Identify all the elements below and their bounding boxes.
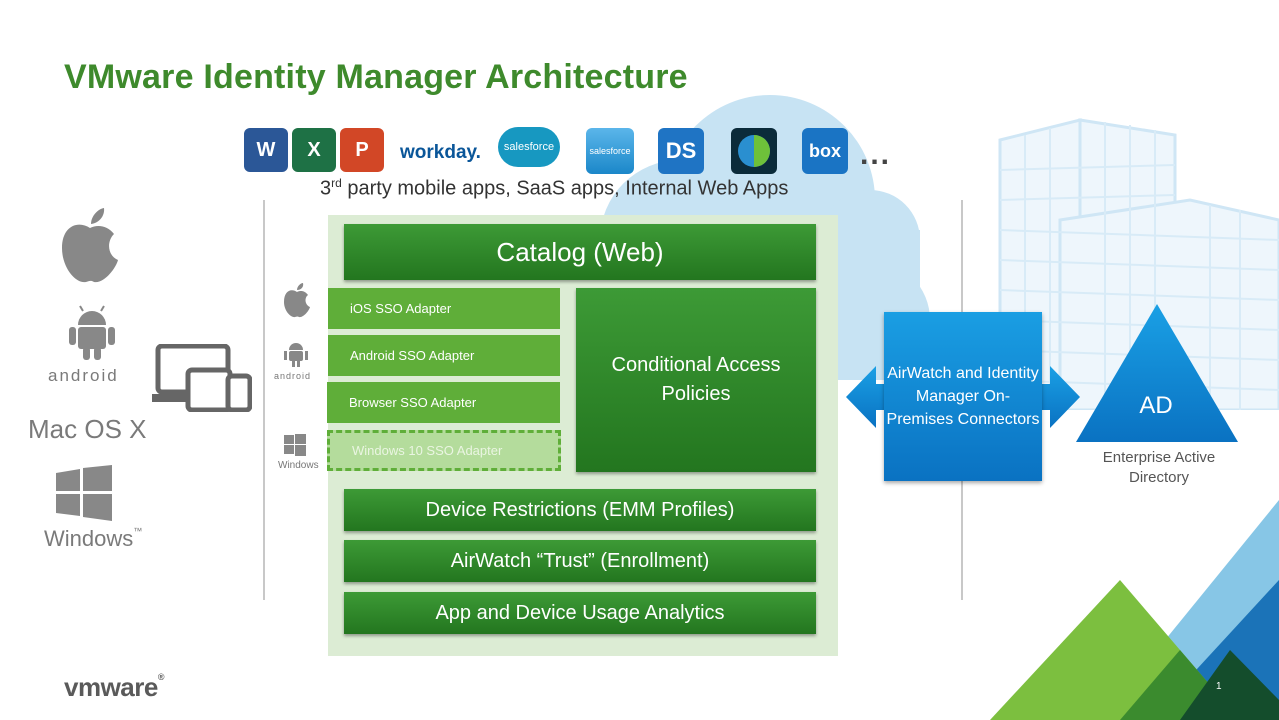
apple-icon xyxy=(62,208,118,283)
windows-logo-icon xyxy=(56,465,112,521)
ad-label: AD xyxy=(1139,392,1173,419)
workday-icon: workday. xyxy=(400,142,481,163)
salesforce-icon: salesforce xyxy=(498,127,560,167)
ad-caption: Enterprise Active Directory xyxy=(1102,449,1216,486)
apps-caption: 3rd party mobile apps, SaaS apps, Intern… xyxy=(320,176,789,200)
android-small-icon xyxy=(284,343,308,367)
catalog-bar: Catalog (Web) xyxy=(344,224,816,280)
page-number: 1 xyxy=(1216,681,1222,692)
corner-decoration xyxy=(990,500,1279,720)
windows-label: Windows™ xyxy=(44,526,143,551)
usage-analytics-bar: App and Device Usage Analytics xyxy=(344,592,816,634)
devices-icon xyxy=(152,344,252,412)
android-robot-icon xyxy=(69,305,115,360)
conditional-access-box: Conditional Access Policies xyxy=(576,288,816,472)
word-online-icon: W xyxy=(244,128,288,172)
macos-label: Mac OS X xyxy=(28,414,147,444)
globe-app-icon xyxy=(731,128,777,174)
android-wordmark: android xyxy=(48,366,119,385)
divider-left xyxy=(263,200,265,600)
windows-small-icon xyxy=(284,434,306,456)
windows10-sso-adapter: Windows 10 SSO Adapter xyxy=(327,430,561,471)
ios-sso-adapter: iOS SSO Adapter xyxy=(328,288,560,329)
ios-small-icon xyxy=(284,283,310,318)
airwatch-trust-bar: AirWatch “Trust” (Enrollment) xyxy=(344,540,816,582)
powerpoint-online-icon: P xyxy=(340,128,384,172)
excel-online-icon: X xyxy=(292,128,336,172)
more-apps-ellipsis: ... xyxy=(860,138,892,171)
box-icon: box xyxy=(802,128,848,174)
windows-small-label: Windows xyxy=(278,460,319,471)
ds-icon: DS xyxy=(658,128,704,174)
vmware-logo: vmware® xyxy=(64,672,164,702)
android-sso-adapter: Android SSO Adapter xyxy=(328,335,560,376)
on-premises-connectors-box: AirWatch and Identity Manager On-Premise… xyxy=(884,312,1042,481)
device-restrictions-bar: Device Restrictions (EMM Profiles) xyxy=(344,489,816,531)
page-title: VMware Identity Manager Architecture xyxy=(64,58,688,96)
browser-sso-adapter: Browser SSO Adapter xyxy=(327,382,560,423)
salesforce-app-icon: salesforce xyxy=(586,128,634,174)
ad-triangle-icon xyxy=(1076,304,1238,442)
android-small-wordmark: android xyxy=(274,371,312,381)
